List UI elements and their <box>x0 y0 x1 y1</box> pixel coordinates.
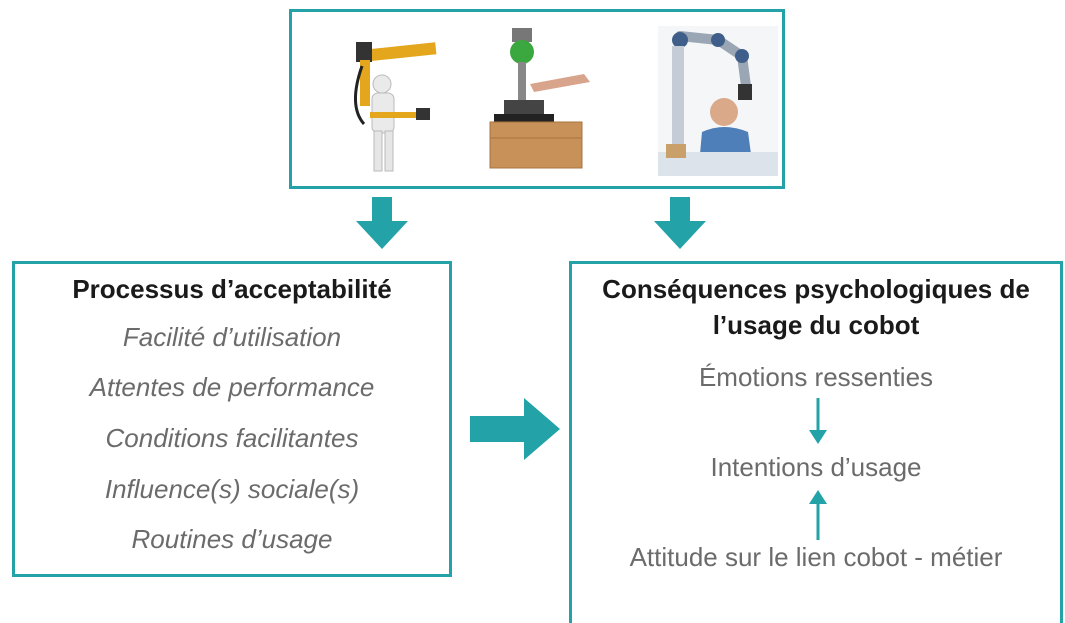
acceptability-process-box: Processus d’acceptabilité Facilité d’uti… <box>12 261 452 577</box>
exoskeleton-arm-photo <box>354 42 437 172</box>
consequences-title-line2: l’usage du cobot <box>712 310 920 340</box>
emotions-to-intentions-arrow <box>809 398 827 444</box>
cobot-images-box <box>289 9 785 189</box>
right-arrow <box>470 398 560 460</box>
list-item: Influence(s) sociale(s) <box>104 474 360 504</box>
list-item: Facilité d’utilisation <box>122 322 342 352</box>
intentions-node: Intentions d’usage <box>710 452 922 482</box>
psychological-consequences-box: Conséquences psychologiques de l’usage d… <box>569 261 1063 623</box>
list-item: Conditions facilitantes <box>105 423 359 453</box>
collaborative-robot-arm-photo <box>658 26 778 176</box>
acceptability-title: Processus d’acceptabilité <box>72 274 392 304</box>
attitude-node: Attitude sur le lien cobot - métier <box>629 542 1003 572</box>
vacuum-lifter-photo <box>489 28 590 169</box>
consequences-title-line1: Conséquences psychologiques de <box>602 274 1030 304</box>
list-item: Attentes de performance <box>89 372 375 402</box>
list-item: Routines d’usage <box>131 524 333 554</box>
down-arrow-right <box>654 197 706 249</box>
emotions-node: Émotions ressenties <box>698 362 934 392</box>
attitude-to-intentions-arrow <box>809 490 827 540</box>
down-arrow-left <box>356 197 408 249</box>
